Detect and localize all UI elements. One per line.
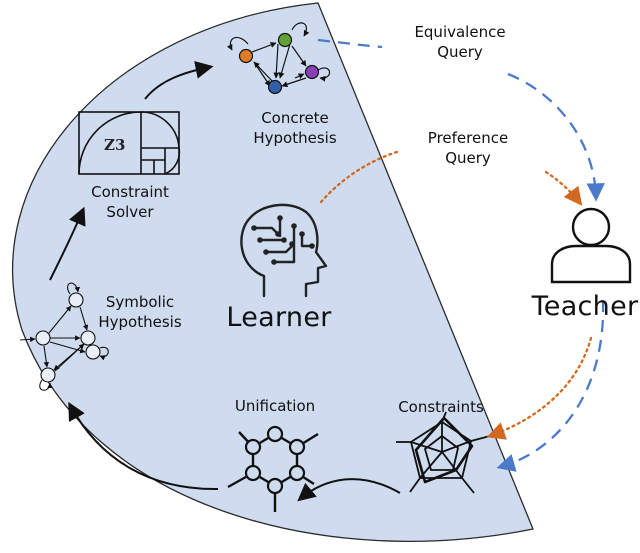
arrow-symbolic-to-solver: [49, 206, 86, 281]
learner-region: [12, 2, 534, 542]
arrow-unification-to-symbolic: [68, 401, 219, 491]
constraints-label: Constraints: [398, 398, 484, 416]
concrete-hypothesis-label: Concrete Hypothesis: [253, 109, 337, 147]
node-orange: [238, 48, 254, 64]
preference-query-out: [319, 149, 402, 204]
learner-label: Learner: [226, 302, 332, 333]
arrow-constraints-to-unification: [297, 478, 401, 502]
arrow-solver-to-concrete: [144, 61, 214, 100]
node-blue: [267, 79, 283, 95]
solver-logo-text: Z3: [104, 136, 126, 154]
equivalence-query-label: Equivalence Query: [414, 23, 506, 61]
equivalence-answer: [496, 299, 605, 472]
symbolic-hypothesis-label: Symbolic Hypothesis: [98, 293, 182, 331]
teacher-person-icon: [550, 207, 632, 284]
solver-golden-spiral-icon: [78, 111, 181, 175]
preference-query-in: [544, 170, 583, 206]
teacher-label: Teacher: [531, 291, 639, 322]
equivalence-query-out: [317, 38, 383, 49]
concrete-graph-icon: [226, 22, 331, 88]
preference-answer: [486, 336, 593, 440]
preference-query-label: Preference Query: [427, 129, 509, 167]
unification-label: Unification: [234, 397, 316, 415]
constraint-solver-label: Constraint Solver: [91, 183, 169, 221]
constraints-radar-icon: [396, 411, 491, 494]
node-green: [277, 32, 293, 48]
symbolic-graph-icon: [35, 292, 101, 383]
equivalence-query-in: [507, 72, 605, 202]
node-purple: [304, 64, 320, 80]
